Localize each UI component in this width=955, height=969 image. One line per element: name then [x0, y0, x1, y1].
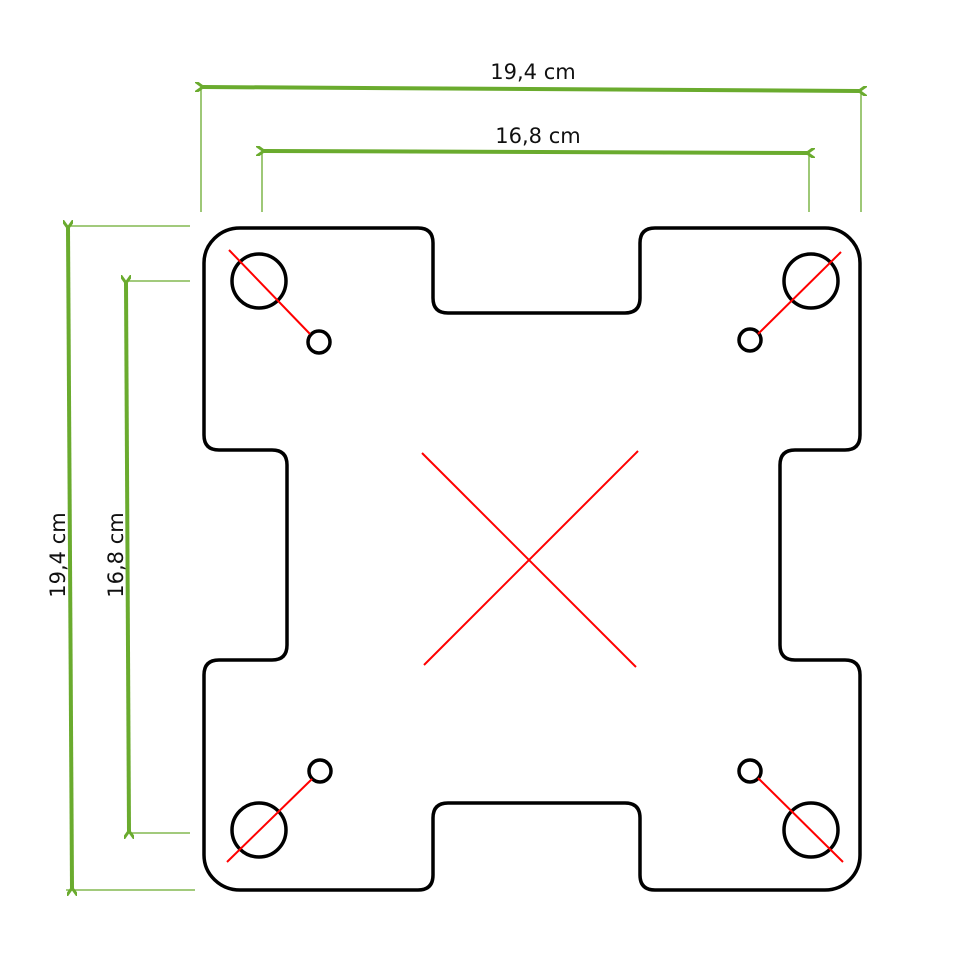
plate-outline: [202, 226, 862, 892]
outer-width-label: 19,4 cm: [490, 60, 575, 84]
inner-width-label: 16,8 cm: [495, 124, 580, 148]
small-hole-top-left: [306, 329, 332, 355]
inner-width-arrow: [264, 151, 807, 153]
outer-height-label: 19,4 cm: [46, 512, 70, 597]
extension-lines: [66, 86, 862, 891]
large-hole-top-right: [782, 252, 840, 310]
large-hole-bottom-right: [782, 801, 840, 859]
outer-width-arrow: [203, 87, 859, 91]
small-hole-top-right: [737, 327, 763, 353]
outer-height-arrow: [68, 228, 72, 888]
small-hole-bottom-right: [737, 758, 763, 784]
inner-height-arrow: [126, 283, 129, 831]
slot-line-bottom-left: [226, 778, 313, 863]
slot-line-bottom-right: [757, 777, 844, 863]
slot-line-top-right: [757, 251, 842, 335]
inner-height-label: 16,8 cm: [104, 512, 128, 597]
center-cross-line-2: [423, 450, 639, 666]
large-hole-top-left: [230, 252, 288, 310]
slot-line-top-left: [228, 249, 311, 335]
large-hole-bottom-left: [230, 801, 288, 859]
small-hole-bottom-left: [307, 758, 333, 784]
